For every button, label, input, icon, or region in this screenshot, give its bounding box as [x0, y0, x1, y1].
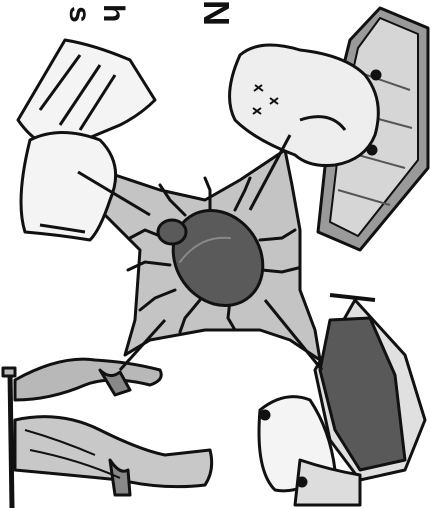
heading-glyph-n: N — [196, 0, 237, 26]
heading-glyph-h: h — [97, 4, 130, 22]
heading-fragment: s h N — [63, 0, 237, 26]
curtains-icon — [3, 359, 212, 508]
heading-glyph-s: s — [63, 6, 96, 23]
